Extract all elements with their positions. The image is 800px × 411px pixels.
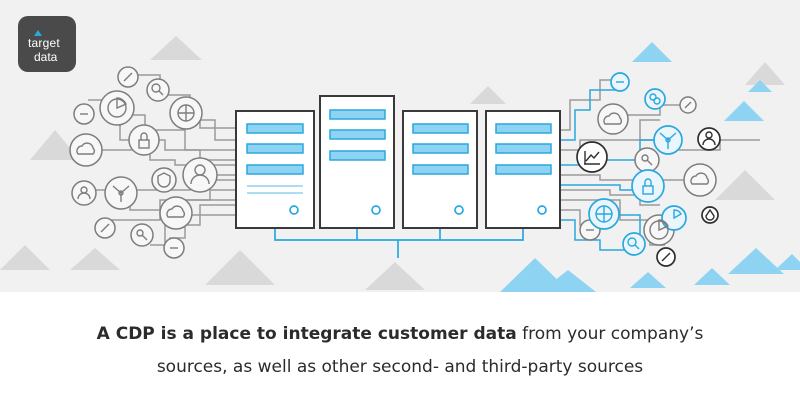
caption-line-2: sources, as well as other second- and th… <box>156 357 644 377</box>
logo-line-2: data <box>34 50 58 64</box>
search-icon <box>146 78 170 102</box>
gray-mountains <box>0 36 785 290</box>
cdp-illustration <box>0 36 800 292</box>
server-icon <box>319 95 395 229</box>
caption-rest: from your company’s <box>516 324 704 344</box>
cloud-icon <box>597 103 629 135</box>
shield-icon <box>151 167 177 193</box>
search-icon <box>622 232 646 256</box>
server-icon <box>235 110 315 229</box>
wifi-cloud-icon <box>159 196 193 230</box>
logo-mark-icon <box>34 30 42 36</box>
hero-banner: target data <box>0 0 800 292</box>
cloud-icon <box>683 163 717 197</box>
caption-bold: A CDP is a place to integrate customer d… <box>96 324 517 344</box>
caption: A CDP is a place to integrate customer d… <box>0 318 800 384</box>
server-icon <box>402 110 478 229</box>
server-icon <box>485 110 561 229</box>
cloud-icon <box>69 133 103 167</box>
server-bus <box>274 228 524 258</box>
server-rack <box>235 95 561 229</box>
caption-line-1: A CDP is a place to integrate customer d… <box>0 318 800 351</box>
chart-icon <box>576 141 608 173</box>
blue-mountains <box>500 42 800 292</box>
left-icons <box>69 66 218 259</box>
right-icon-glyphs <box>584 81 716 262</box>
left-icon-glyphs <box>76 72 210 249</box>
logo-line-1: target <box>28 36 60 50</box>
target-data-logo[interactable]: target data <box>18 16 76 72</box>
drop-icon <box>701 206 719 224</box>
